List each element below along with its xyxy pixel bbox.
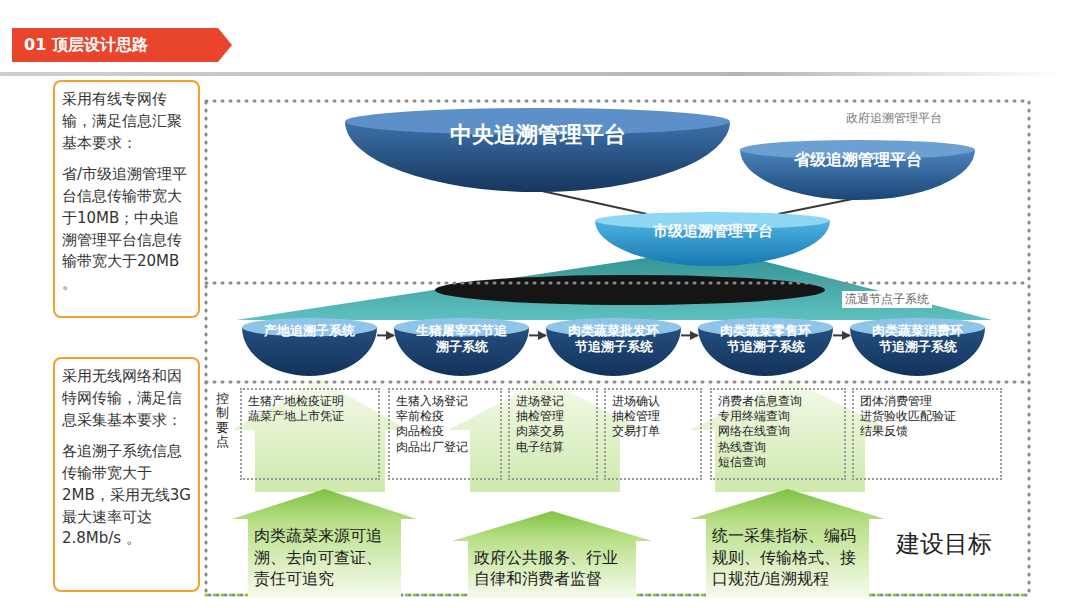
platform-name: 生猪屠宰环节追溯子系统	[412, 323, 512, 354]
control-box: 消费者信息查询专用终端查询网络在线查询热线查询短信查询	[710, 388, 846, 480]
section-label: 政府追溯管理平台	[846, 110, 942, 127]
pale-up-arrow	[232, 379, 408, 492]
platform-bowl: 肉类蔬菜消费环节追溯子系统	[850, 318, 985, 376]
arrow-outline	[232, 489, 417, 598]
connector	[529, 334, 546, 336]
bowl-label: 生猪屠宰环节追溯子系统	[412, 318, 512, 354]
platform-name: 省级追溯管理平台	[758, 150, 958, 169]
control-item: 进场确认	[612, 394, 694, 409]
goal-text: 统一采集指标、编码规则、传输格式、接口规范/追溯规程	[712, 525, 863, 590]
control-item: 抽检管理	[516, 409, 590, 424]
note-box: 采用有线专网传输，满足信息汇聚基本要求： 省/市级追溯管理平台信息传输带宽大于10…	[53, 80, 200, 318]
connector	[538, 190, 647, 214]
control-item: 网络在线查询	[718, 424, 838, 439]
note-text: 采用有线专网传输，满足信息汇聚基本要求：	[62, 89, 191, 154]
platform-name: 肉类蔬菜批发环节追溯子系统	[564, 323, 664, 354]
control-item: 热线查询	[718, 440, 838, 455]
bowl-body	[595, 221, 830, 266]
control-box: 进场确认抽检管理交易打单	[604, 388, 702, 480]
bowl-body	[740, 150, 975, 200]
control-box: 进场登记抽检管理肉菜交易电子结算	[508, 388, 598, 480]
dotted-divider	[206, 282, 1029, 285]
dark-band	[435, 275, 825, 305]
goal-body: 肉类蔬菜来源可追溯、去向可查证、责任可追究	[232, 489, 417, 598]
control-item: 电子结算	[516, 440, 590, 455]
goal-text: 肉类蔬菜来源可追溯、去向可查证、责任可追究	[254, 525, 395, 590]
platform-bowl: 肉类蔬菜零售环节追溯子系统	[698, 318, 833, 376]
platform-bowl: 省级追溯管理平台	[740, 140, 975, 200]
control-item: 生猪入场登记	[396, 394, 494, 409]
platform-name: 中央追溯管理平台	[388, 122, 688, 148]
control-box: 团体消费管理进货验收匹配验证结果反馈	[852, 388, 1002, 480]
platform-bowl: 生猪屠宰环节追溯子系统	[394, 318, 529, 376]
note-text: 各追溯子系统信息传输带宽大于2MB，采用无线3G最大速率可达2.8Mb/s 。	[62, 441, 191, 550]
bowl-body	[345, 121, 730, 192]
platform-bowl: 产地追溯子系统	[242, 318, 377, 376]
bowl-label: 市级追溯管理平台	[613, 212, 813, 240]
bowl-shape	[345, 108, 730, 192]
bowl-label: 肉类蔬菜零售环节追溯子系统	[716, 318, 816, 354]
platform-bowl: 肉类蔬菜批发环节追溯子系统	[546, 318, 681, 376]
control-item: 短信查询	[718, 455, 838, 470]
platform-name: 肉类蔬菜零售环节追溯子系统	[716, 323, 816, 354]
bowl-label: 中央追溯管理平台	[388, 108, 688, 148]
divider-line	[0, 72, 1060, 76]
bowl-shape	[740, 140, 975, 200]
platform-bowl: 中央追溯管理平台	[345, 108, 730, 192]
goal-arrow: 政府公共服务、行业自律和消费者监督	[452, 511, 652, 598]
platform-name: 市级追溯管理平台	[613, 222, 813, 240]
control-item: 蔬菜产地上市凭证	[248, 409, 372, 424]
note-box: 采用无线网络和因特网传输，满足信息采集基本要求： 各追溯子系统信息传输带宽大于2M…	[53, 357, 200, 592]
connector	[778, 198, 857, 214]
control-item: 肉菜交易	[516, 424, 590, 439]
platform-bowl: 市级追溯管理平台	[595, 212, 830, 266]
control-item: 消费者信息查询	[718, 394, 838, 409]
platform-name: 肉类蔬菜消费环节追溯子系统	[868, 323, 968, 354]
control-box: 生猪产地检疫证明蔬菜产地上市凭证	[240, 388, 380, 480]
note-text: 采用无线网络和因特网传输，满足信息采集基本要求：	[62, 366, 191, 431]
control-item: 专用终端查询	[718, 409, 838, 424]
bowl-label: 肉类蔬菜批发环节追溯子系统	[564, 318, 664, 354]
control-item: 生猪产地检疫证明	[248, 394, 372, 409]
section-label: 流通节点子系统	[842, 291, 932, 308]
control-item: 结果反馈	[860, 424, 994, 439]
slide-title: 01 顶层设计思路	[24, 35, 148, 56]
connector	[681, 334, 698, 336]
note-text: 省/市级追溯管理平台信息传输带宽大于10MB；中央追溯管理平台信息传输带宽大于2…	[62, 164, 191, 295]
goal-body: 统一采集指标、编码规则、传输格式、接口规范/追溯规程	[690, 489, 885, 598]
bowl-label: 省级追溯管理平台	[758, 140, 958, 169]
goal-arrow: 统一采集指标、编码规则、传输格式、接口规范/追溯规程	[690, 489, 885, 598]
connector	[377, 334, 394, 336]
vertical-label: 控制要点	[216, 392, 229, 449]
control-item: 抽检管理	[612, 409, 694, 424]
dotted-divider	[206, 381, 1029, 384]
control-box: 生猪入场登记宰前检疫肉品检疫肉品出厂登记	[388, 388, 502, 480]
goal-body: 政府公共服务、行业自律和消费者监督	[452, 511, 652, 598]
connector	[833, 334, 850, 336]
control-item: 宰前检疫	[396, 409, 494, 424]
platform-name: 产地追溯子系统	[260, 323, 360, 339]
title-banner	[12, 28, 232, 62]
goal-text: 政府公共服务、行业自律和消费者监督	[474, 547, 630, 590]
control-item: 进场登记	[516, 394, 590, 409]
control-item: 肉品出厂登记	[396, 440, 494, 455]
bowl-label: 肉类蔬菜消费环节追溯子系统	[868, 318, 968, 354]
control-item: 肉品检疫	[396, 424, 494, 439]
arrow-outline	[452, 511, 652, 598]
goal-arrow: 肉类蔬菜来源可追溯、去向可查证、责任可追究	[232, 489, 417, 598]
bowl-label: 产地追溯子系统	[260, 318, 360, 339]
control-item: 进货验收匹配验证	[860, 409, 994, 424]
control-item: 交易打单	[612, 424, 694, 439]
control-item: 团体消费管理	[860, 394, 994, 409]
arrow-outline	[690, 489, 885, 598]
goal-heading: 建设目标	[896, 528, 992, 560]
